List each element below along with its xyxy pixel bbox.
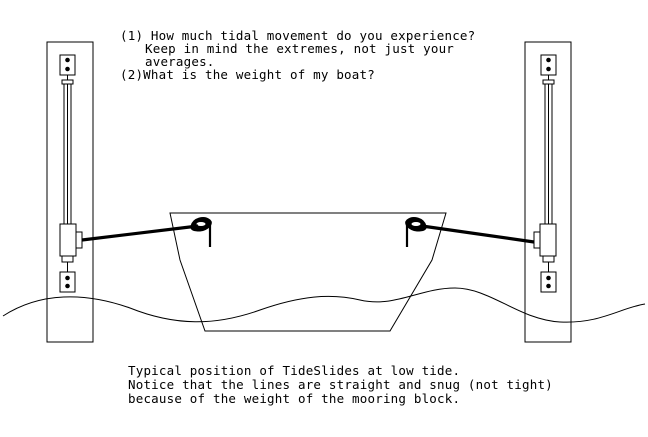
right-tideslide: [533, 54, 557, 293]
right-piling: [524, 41, 572, 343]
right-bottom-bracket: [540, 271, 557, 293]
left-slider: [59, 223, 77, 257]
right-cleat: [405, 217, 427, 247]
left-cleat: [190, 217, 212, 247]
question-1-line-3: averages.: [145, 54, 215, 69]
left-bottom-bracket: [59, 271, 76, 293]
caption-line-2: Notice that the lines are straight and s…: [128, 377, 553, 392]
right-slider: [539, 223, 557, 257]
caption-line-1: Typical position of TideSlides at low ti…: [128, 363, 461, 378]
left-tideslide: [59, 54, 83, 293]
question-1-line-2: Keep in mind the extremes, not just your: [145, 41, 455, 56]
right-mooring-line: [421, 224, 535, 244]
left-mooring-line: [81, 224, 199, 242]
question-2: (2)What is the weight of my boat?: [120, 67, 375, 82]
left-piling: [46, 41, 94, 343]
question-1-line-1: (1) How much tidal movement do you exper…: [120, 28, 476, 43]
caption-line-3: because of the weight of the mooring blo…: [128, 391, 461, 406]
water-waves: [2, 287, 646, 323]
boat-hull: [169, 212, 447, 332]
